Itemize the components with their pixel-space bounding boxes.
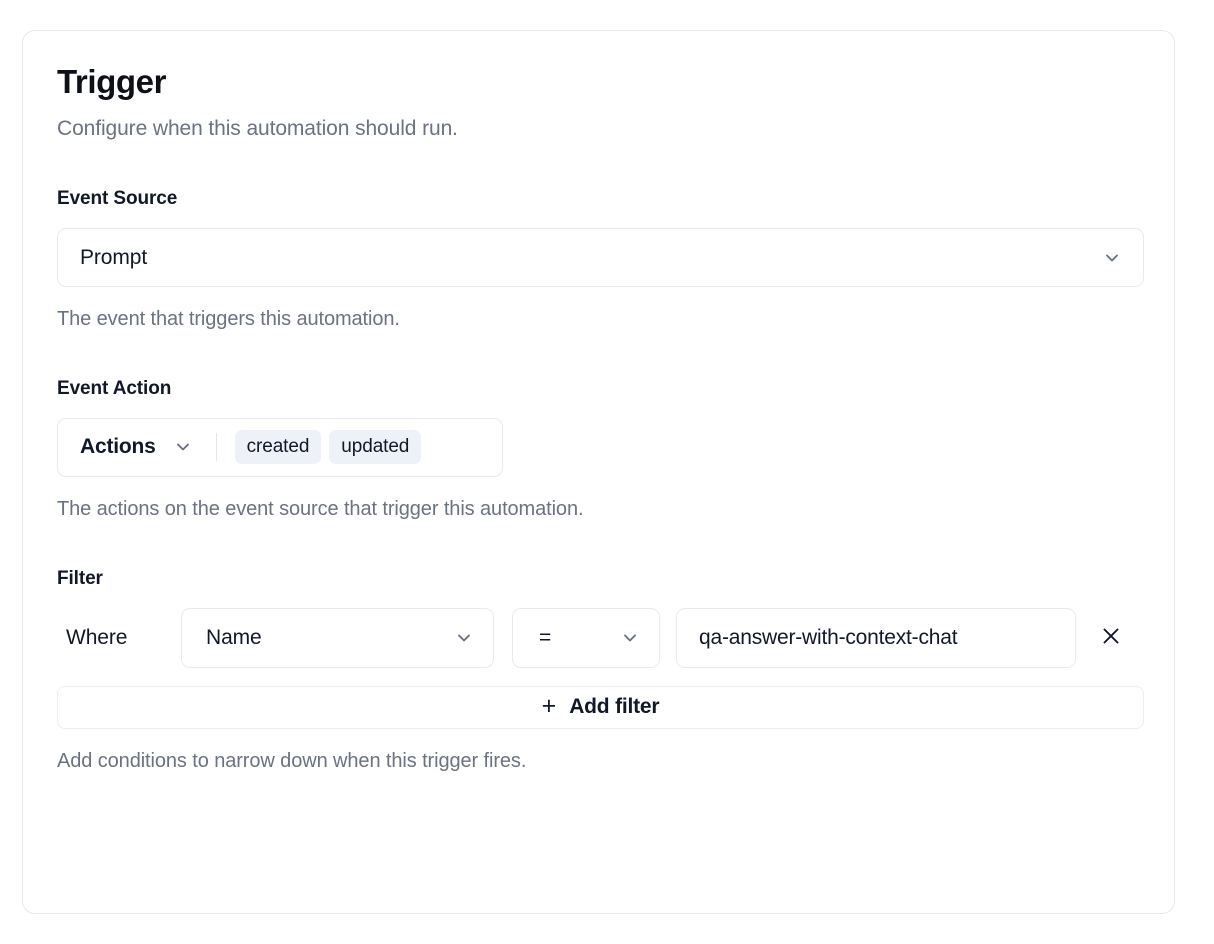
chevron-down-icon [619, 627, 641, 649]
filter-operator-select[interactable]: = [512, 607, 660, 668]
filter-field: Filter Where Name = [57, 567, 1144, 774]
chip-created[interactable]: created [234, 430, 322, 465]
event-action-chips: created updated [234, 430, 422, 465]
page-subtitle: Configure when this automation should ru… [57, 116, 458, 140]
filter-field-value: Name [206, 625, 262, 649]
event-action-selector-label: Actions [80, 435, 156, 459]
event-source-field: Event Source Prompt The event that trigg… [57, 188, 1144, 332]
filter-row: Where Name = [57, 607, 1140, 668]
event-source-select[interactable]: Prompt [57, 228, 1144, 288]
chevron-down-icon[interactable] [172, 436, 194, 458]
divider [215, 433, 217, 462]
add-filter-label: Add filter [569, 695, 660, 719]
event-action-label: Event Action [57, 378, 172, 400]
filter-operator-value: = [539, 625, 552, 649]
remove-filter-button[interactable] [1088, 615, 1134, 661]
filter-help: Add conditions to narrow down when this … [57, 749, 527, 772]
chevron-down-icon [1101, 247, 1123, 269]
event-source-help: The event that triggers this automation. [57, 308, 400, 331]
filter-value-input[interactable] [676, 607, 1076, 668]
event-source-label: Event Source [57, 188, 178, 210]
chevron-down-icon [453, 627, 475, 649]
event-action-field: Event Action Actions created updated The… [57, 378, 1140, 522]
add-filter-button[interactable]: + Add filter [57, 685, 1144, 729]
event-action-help: The actions on the event source that tri… [57, 497, 584, 520]
close-icon [1100, 625, 1122, 650]
trigger-card: Trigger Configure when this automation s… [22, 30, 1175, 914]
filter-label: Filter [57, 567, 103, 589]
plus-icon: + [541, 691, 557, 720]
event-action-multiselect[interactable]: Actions created updated [57, 417, 503, 477]
chip-updated[interactable]: updated [329, 430, 422, 465]
page-title: Trigger [57, 63, 167, 100]
filter-field-select[interactable]: Name [181, 607, 494, 668]
event-source-value: Prompt [80, 245, 148, 269]
where-label: Where [66, 625, 128, 649]
